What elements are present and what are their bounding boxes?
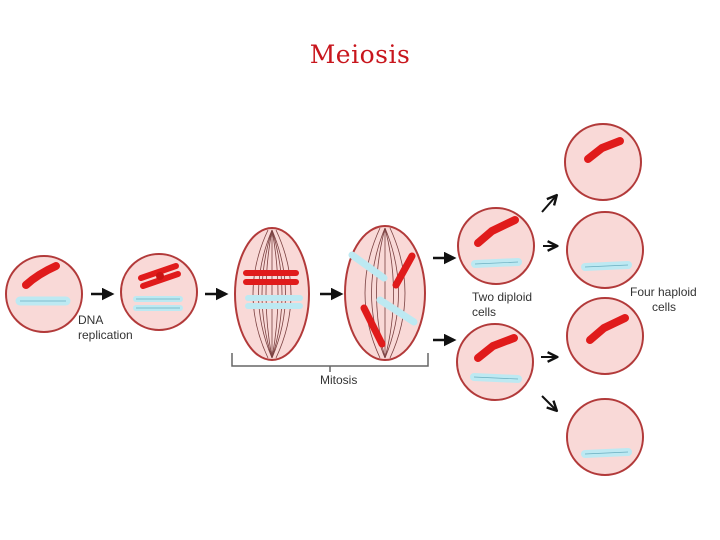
mitosis-label: Mitosis <box>320 373 357 387</box>
four-haploid-label-line2: cells <box>652 300 676 314</box>
metaphase-cell <box>234 227 310 361</box>
diploid-cell-lower <box>456 323 534 401</box>
four-haploid-label-line1: Four haploid <box>630 285 697 299</box>
dna-replication-label-line1: DNA <box>78 313 103 327</box>
original-cell <box>5 255 83 333</box>
arrow-haploid-4 <box>541 395 556 410</box>
replicated-cell <box>120 253 198 331</box>
mitosis-bracket <box>231 353 429 372</box>
haploid-cell-4 <box>566 398 644 476</box>
haploid-cell-3 <box>566 297 644 375</box>
red-chromatid <box>140 271 181 289</box>
haploid-cell-1 <box>564 123 642 201</box>
red-chromatid <box>138 263 179 281</box>
slide-title: Meiosis <box>309 40 411 69</box>
haploid-cell-2 <box>566 211 644 289</box>
spindle-fibers <box>252 229 292 359</box>
diploid-cell-upper <box>457 207 535 285</box>
two-diploid-label-line1: Two diploid <box>472 290 532 304</box>
red-chromosome <box>22 262 60 289</box>
anaphase-cell <box>344 225 426 361</box>
two-diploid-label-line2: cells <box>472 305 496 319</box>
dna-replication-label-line2: replication <box>78 328 133 342</box>
arrow-haploid-1 <box>541 196 556 213</box>
